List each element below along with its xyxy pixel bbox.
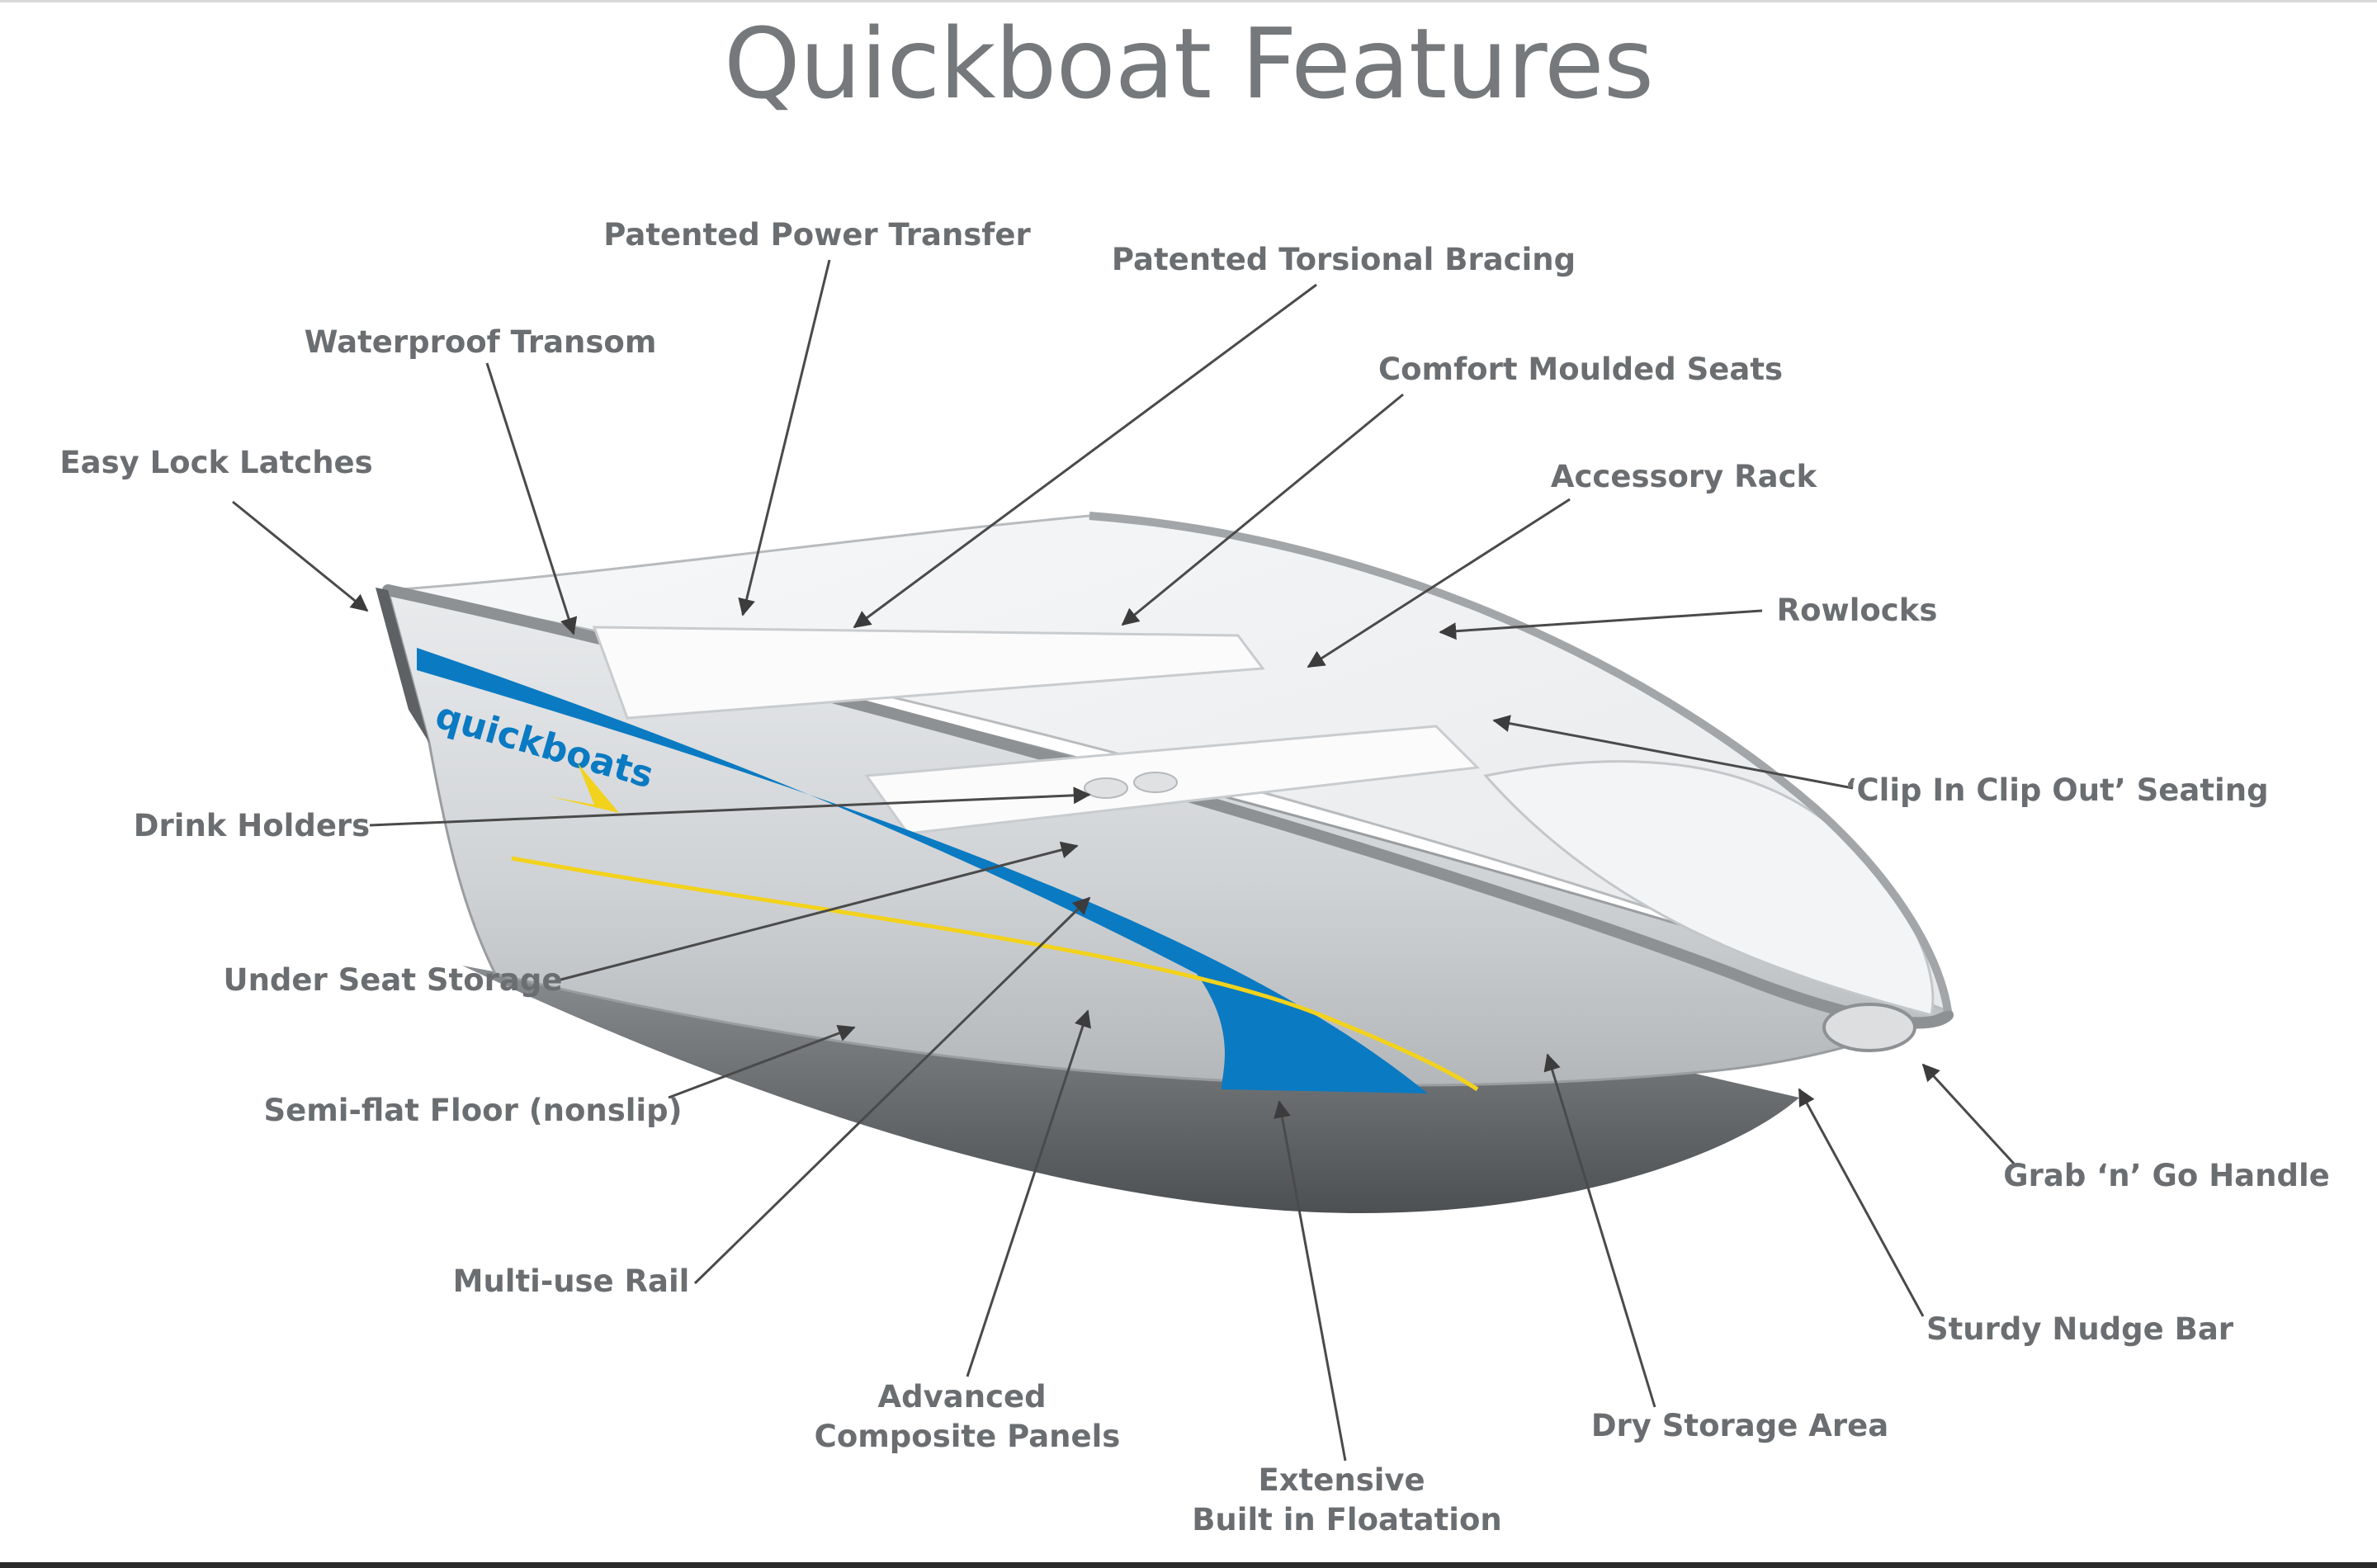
leader-dry-storage-area bbox=[1543, 1053, 1656, 1408]
page-title: Quickboat Features bbox=[723, 7, 1654, 120]
blue-stripe bbox=[417, 648, 1428, 1093]
callout-advanced-composite-panels: Advanced Composite Panels bbox=[815, 1379, 1121, 1454]
callout-accessory-rack: Accessory Rack bbox=[1551, 459, 1818, 494]
callout-clip-in-clip-out-seating: ‘Clip In Clip Out’ Seating bbox=[1845, 772, 2268, 808]
bow-handle bbox=[1822, 1003, 1916, 1052]
callout-rowlocks: Rowlocks bbox=[1777, 593, 1938, 628]
rear-seat bbox=[592, 626, 1265, 720]
brand-chevron-icon bbox=[549, 763, 619, 813]
gunwale-rail-far bbox=[1089, 512, 1952, 1012]
leader-clip-in-clip-out-seating bbox=[1492, 715, 1854, 790]
callout-drink-holders: Drink Holders bbox=[134, 808, 370, 843]
callout-easy-lock-latches: Easy Lock Latches bbox=[59, 445, 372, 480]
bottom-rule bbox=[0, 1562, 2377, 1568]
callout-sturdy-nudge-bar: Sturdy Nudge Bar bbox=[1926, 1311, 2234, 1347]
leader-multi-use-rail bbox=[693, 896, 1091, 1285]
leader-comfort-moulded-seats bbox=[1121, 393, 1404, 626]
leader-accessory-rack bbox=[1307, 498, 1571, 668]
leader-grab-n-go-handle bbox=[1921, 1063, 2015, 1165]
leader-waterproof-transom bbox=[485, 362, 578, 635]
leader-lines bbox=[232, 259, 2015, 1462]
callout-labels: Patented Power Transfer Patented Torsion… bbox=[59, 217, 2329, 1537]
callout-semi-flat-floor: Semi-flat Floor (nonslip) bbox=[263, 1093, 682, 1128]
hull-side bbox=[385, 588, 1951, 1087]
leader-sturdy-nudge-bar bbox=[1798, 1088, 1925, 1317]
leader-extensive-built-in-floatation bbox=[1274, 1100, 1347, 1462]
leader-under-seat-storage bbox=[551, 841, 1079, 984]
callout-under-seat-storage: Under Seat Storage bbox=[224, 962, 563, 998]
leader-patented-torsional-bracing bbox=[853, 283, 1317, 629]
leader-advanced-composite-panels bbox=[966, 1009, 1091, 1377]
boat-illustration: quickboats bbox=[376, 512, 1954, 1213]
top-rule bbox=[0, 0, 2377, 2]
leader-semi-flat-floor bbox=[668, 1024, 856, 1099]
leader-easy-lock-latches bbox=[232, 500, 369, 612]
transom bbox=[376, 588, 429, 743]
leader-patented-power-transfer bbox=[738, 259, 831, 616]
leader-rowlocks bbox=[1439, 609, 1763, 640]
callout-dry-storage-area: Dry Storage Area bbox=[1591, 1408, 1888, 1443]
callout-grab-n-go-handle: Grab ‘n’ Go Handle bbox=[2003, 1158, 2330, 1193]
leader-drink-holders bbox=[369, 786, 1091, 827]
drink-holder-2 bbox=[1133, 772, 1178, 793]
drink-holder-1 bbox=[1084, 777, 1128, 799]
callout-multi-use-rail: Multi-use Rail bbox=[453, 1263, 690, 1299]
bow-deck bbox=[1483, 760, 1935, 1017]
callout-extensive-built-in-floatation: Extensive Built in Floatation bbox=[1192, 1462, 1502, 1537]
callout-comfort-moulded-seats: Comfort Moulded Seats bbox=[1378, 352, 1783, 387]
yellow-pinstripe bbox=[511, 856, 1479, 1092]
callout-patented-torsional-bracing: Patented Torsional Bracing bbox=[1112, 242, 1576, 277]
callout-waterproof-transom: Waterproof Transom bbox=[305, 324, 657, 360]
callout-patented-power-transfer: Patented Power Transfer bbox=[603, 217, 1031, 253]
